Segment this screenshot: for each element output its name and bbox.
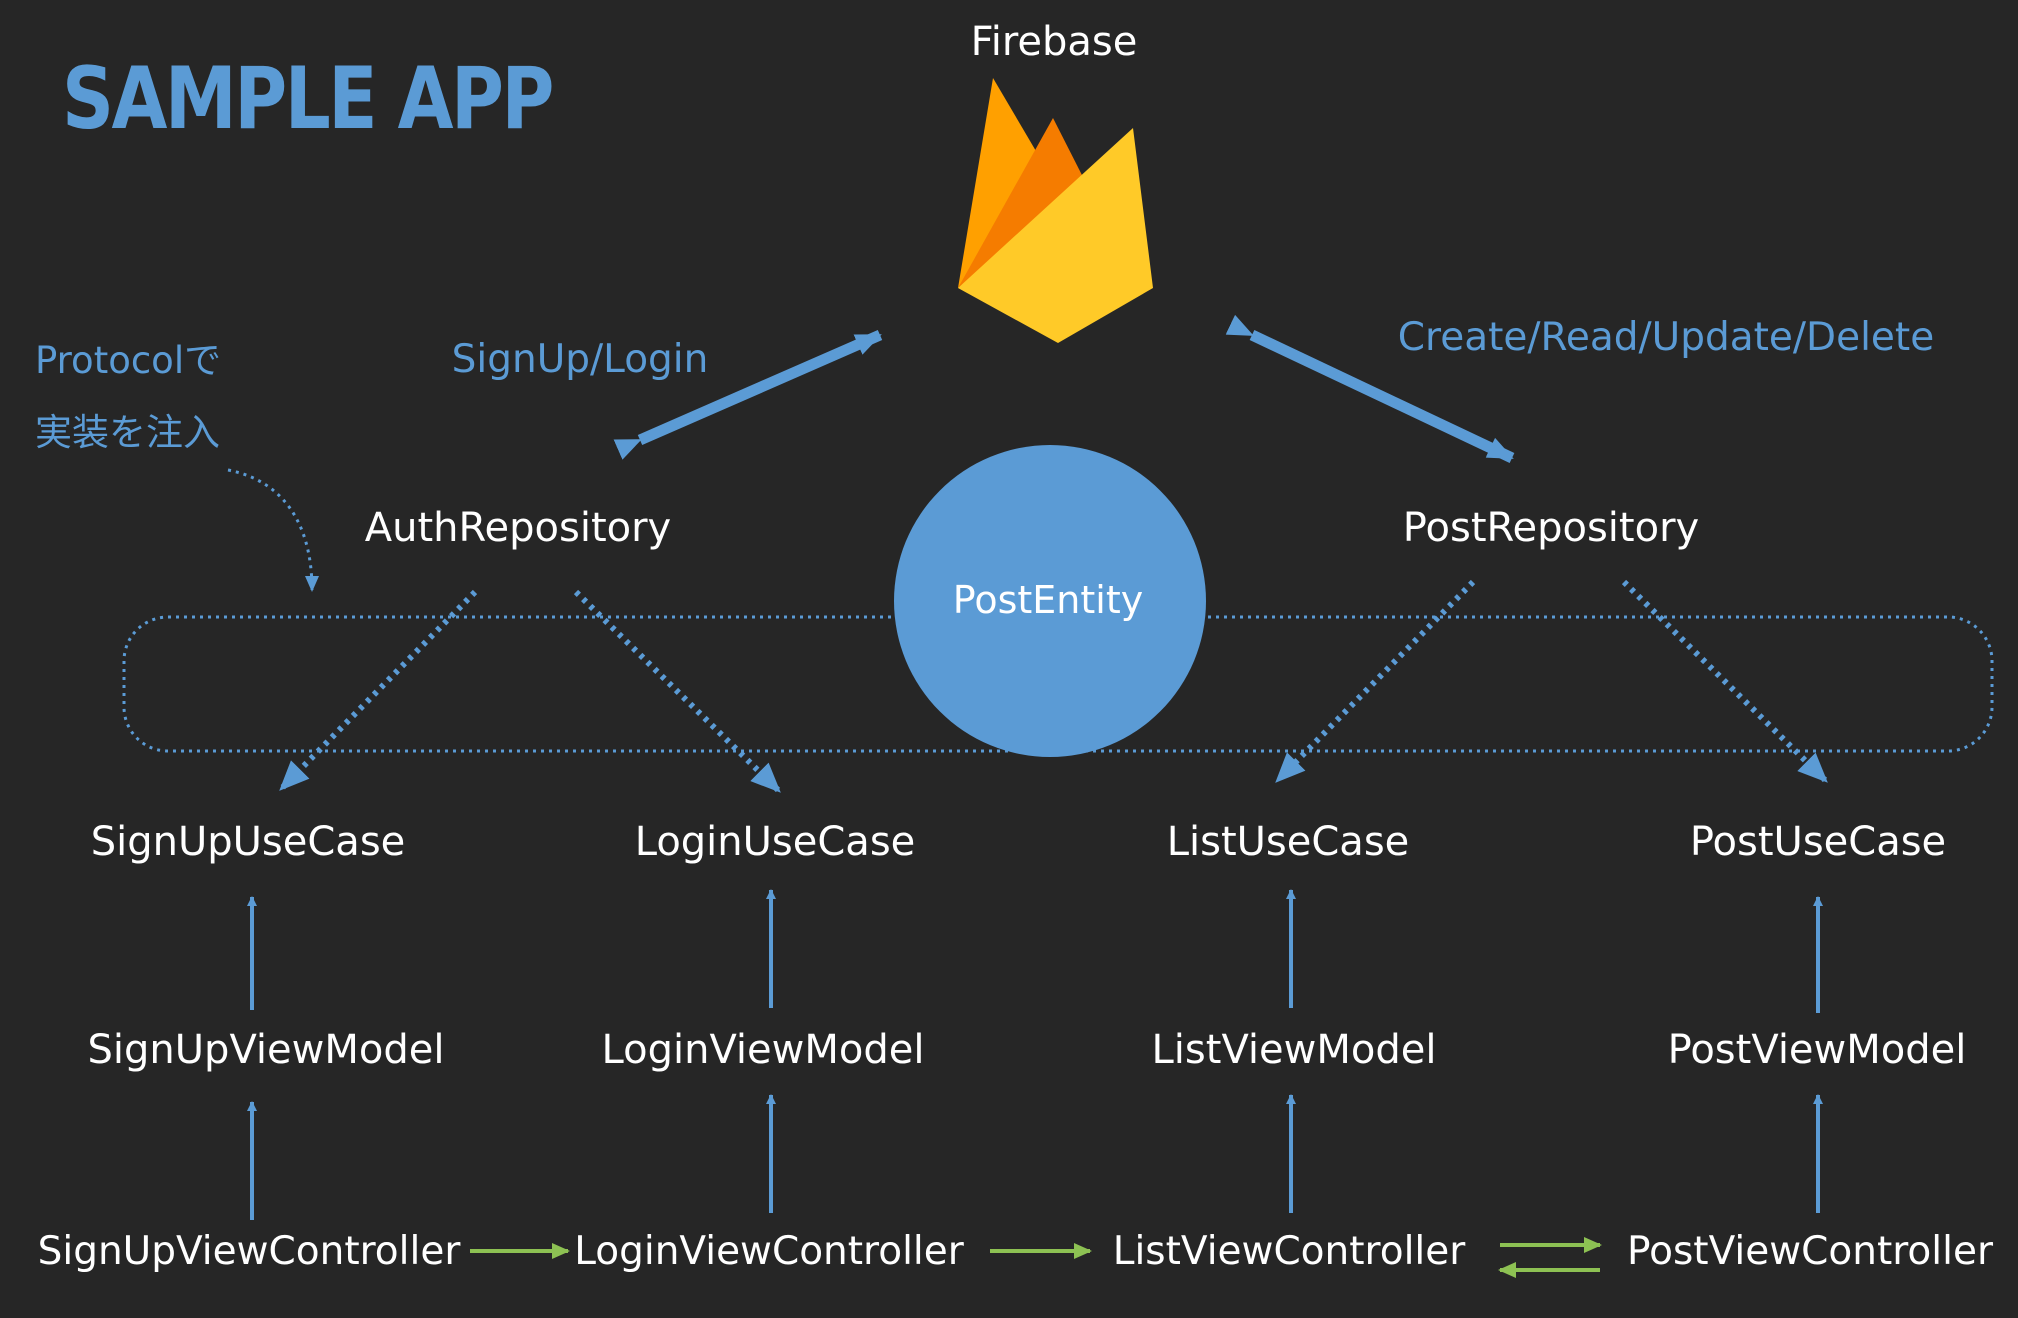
- auth-to-signup-dotted-arrow: [279, 589, 478, 791]
- post-firebase-arrow: [1225, 314, 1515, 463]
- post-entity-circle: [894, 445, 1206, 757]
- note-pointer-arrow: [227, 468, 319, 592]
- signup-usecase-label: SignUpUseCase: [90, 819, 406, 865]
- signup-viewcontroller-label: SignUpViewController: [37, 1229, 461, 1274]
- firebase-label: Firebase: [970, 19, 1138, 65]
- post-usecase-label: PostUseCase: [1689, 819, 1947, 865]
- protocol-note-line1: Protocolで: [35, 339, 222, 382]
- list-usecase-label: ListUseCase: [1166, 819, 1410, 865]
- post-to-list-dotted-arrow: [1275, 579, 1476, 783]
- post-repository-label: PostRepository: [1402, 505, 1700, 551]
- post-viewmodel-label: PostViewModel: [1667, 1027, 1967, 1073]
- post-to-postusecase-dotted-arrow: [1621, 579, 1828, 783]
- login-viewcontroller-label: LoginViewController: [574, 1229, 964, 1274]
- auth-to-login-dotted-arrow: [573, 589, 781, 793]
- login-usecase-label: LoginUseCase: [634, 819, 916, 865]
- post-viewcontroller-label: PostViewController: [1627, 1229, 1993, 1274]
- list-viewmodel-label: ListViewModel: [1151, 1027, 1437, 1073]
- auth-relation-label: SignUp/Login: [451, 337, 709, 382]
- firebase-logo: [958, 78, 1153, 343]
- page-title: SAMPLE APP: [62, 49, 554, 149]
- post-entity-label: PostEntity: [952, 578, 1144, 622]
- protocol-note-line2: 実装を注入: [35, 411, 220, 454]
- auth-firebase-arrow: [613, 329, 883, 460]
- crud-relation-label: Create/Read/Update/Delete: [1397, 315, 1935, 360]
- auth-repository-label: AuthRepository: [364, 505, 672, 551]
- list-viewcontroller-label: ListViewController: [1112, 1229, 1466, 1274]
- signup-viewmodel-label: SignUpViewModel: [87, 1027, 445, 1073]
- login-viewmodel-label: LoginViewModel: [601, 1027, 925, 1073]
